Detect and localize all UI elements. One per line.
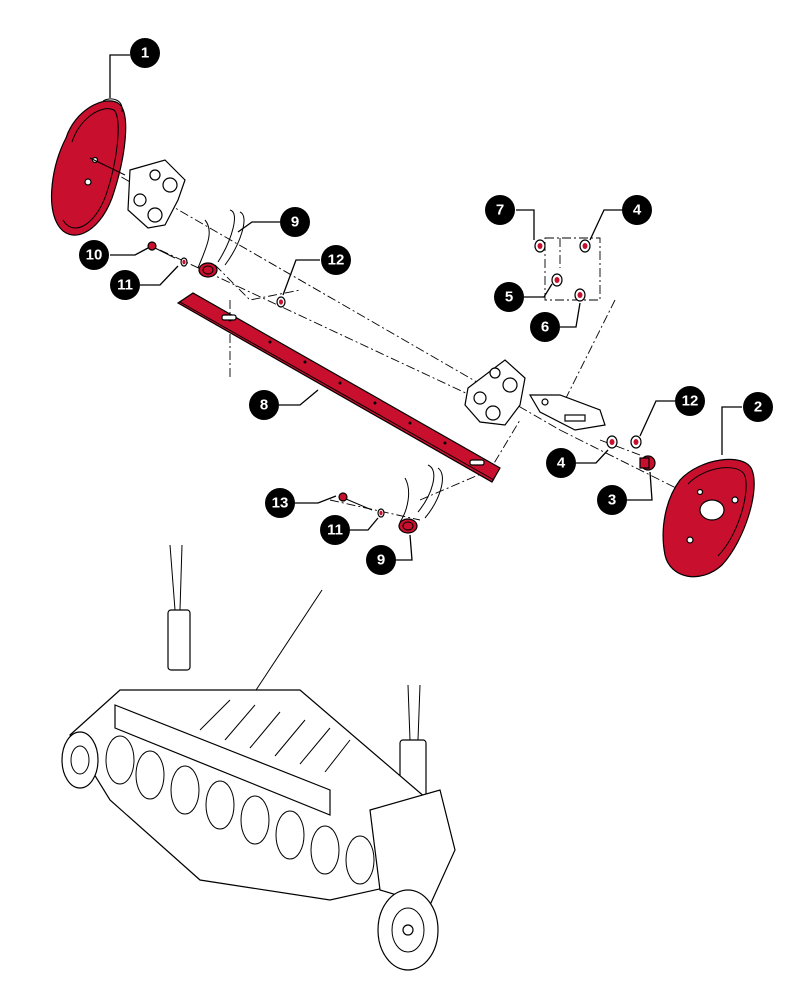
callout-9-upper: 9 [280, 207, 310, 237]
callout-7: 7 [485, 195, 515, 225]
callout-6: 6 [530, 312, 560, 342]
red-bar [176, 292, 501, 483]
callout-12-upper: 12 [321, 245, 351, 275]
right-plate [528, 394, 606, 431]
callout-6-label: 6 [541, 319, 549, 336]
callout-7-label: 7 [496, 202, 504, 219]
lower-washer-11 [377, 508, 385, 518]
callout-13: 13 [265, 488, 295, 518]
upper-torsion-spring [197, 209, 245, 278]
callout-1-label: 1 [141, 45, 149, 62]
right-washer-4 [606, 435, 618, 449]
callout-9-lower: 9 [366, 545, 396, 575]
lower-torsion-spring [398, 464, 443, 534]
right-bearing-bracket [464, 359, 526, 426]
callout-2: 2 [743, 392, 773, 422]
callout-2-label: 2 [754, 399, 762, 416]
callout-9-lower-label: 9 [377, 552, 385, 569]
hardware-group [534, 239, 591, 302]
callout-4-lower-label: 4 [557, 455, 566, 472]
callout-3-label: 3 [608, 492, 616, 509]
leader-lines [109, 54, 742, 561]
callout-12-lower-label: 12 [682, 393, 699, 410]
right-washer-12 [630, 435, 642, 449]
callout-12-upper-label: 12 [328, 252, 345, 269]
callout-10-label: 10 [86, 247, 103, 264]
right-wheel-disc [662, 458, 755, 578]
callout-4-lower: 4 [546, 448, 576, 478]
upper-bolt-10 [147, 241, 176, 259]
left-bearing-bracket [127, 159, 186, 229]
callout-11-upper-label: 11 [117, 277, 133, 294]
callout-8: 8 [249, 390, 279, 420]
callout-9-upper-label: 9 [291, 214, 299, 231]
callout-13-label: 13 [272, 495, 289, 512]
pickup-reel [105, 735, 375, 885]
lower-bolt-13 [338, 492, 373, 511]
right-bolt-3 [639, 455, 656, 471]
right-gauge-wheel [377, 889, 439, 971]
callout-12-lower: 12 [675, 386, 705, 416]
callout-3: 3 [597, 485, 627, 515]
callout-8-label: 8 [260, 397, 268, 414]
callout-11-lower-label: 11 [327, 522, 343, 539]
callouts: 1 2 7 4 9 10 12 11 [79, 38, 773, 575]
callout-4-upper: 4 [622, 195, 652, 225]
pickup-tines [199, 699, 351, 773]
left-gauge-wheel [61, 731, 99, 789]
machine-overview [61, 544, 456, 971]
left-wheel-disc [51, 98, 127, 236]
assembly-center-lines [91, 159, 701, 521]
callout-10: 10 [79, 240, 109, 270]
callout-5-label: 5 [505, 289, 513, 306]
upper-washer-12 [276, 296, 286, 308]
callout-11-lower: 11 [320, 515, 350, 545]
callout-11-upper: 11 [110, 270, 140, 300]
upper-washer-11 [180, 257, 188, 267]
callout-5: 5 [494, 282, 524, 312]
callout-4-upper-label: 4 [633, 202, 642, 219]
callout-1: 1 [130, 38, 160, 68]
